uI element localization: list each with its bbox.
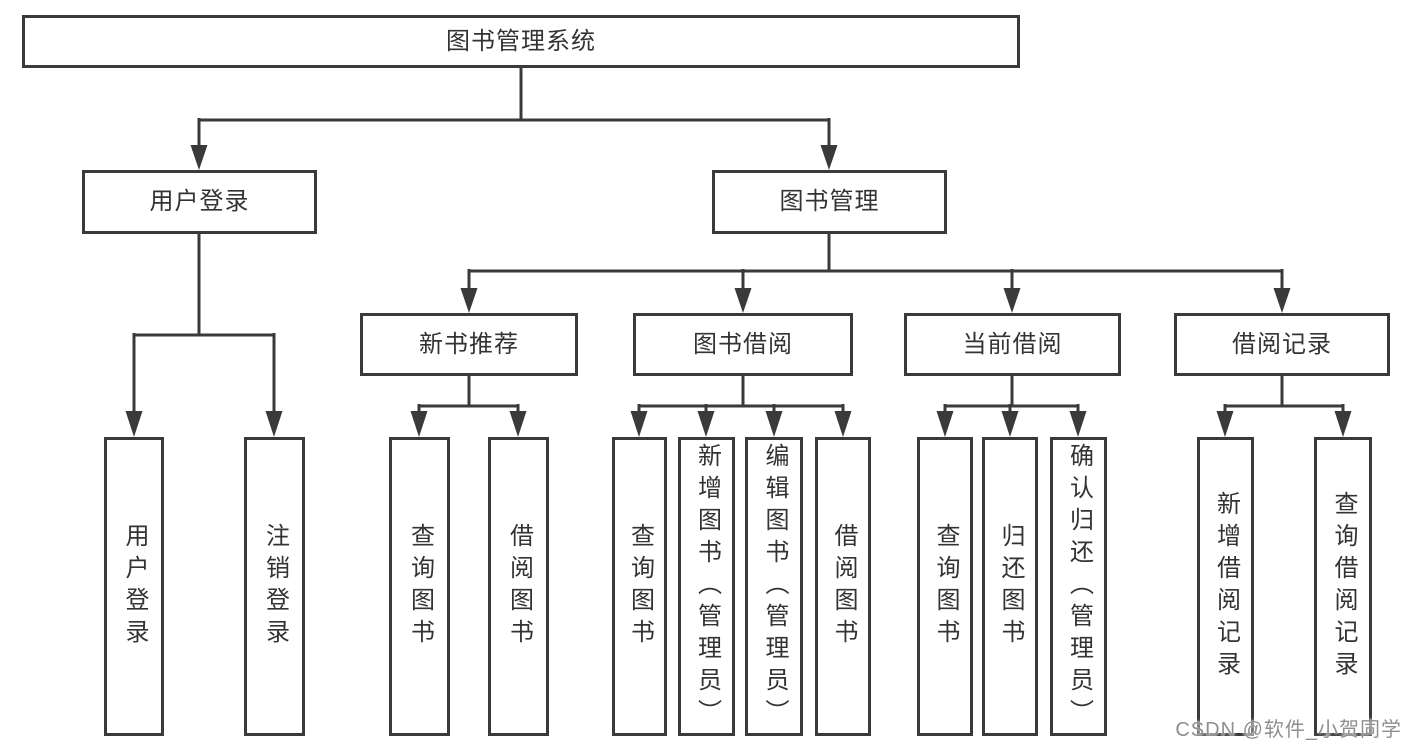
connector-book-borrow-children bbox=[630, 376, 852, 437]
node-label: 借阅图书 bbox=[830, 522, 857, 651]
node-label: 当前借阅 bbox=[962, 330, 1063, 358]
node-leaf-confirm-return-admin: 确认归还（管理员） bbox=[1050, 437, 1107, 736]
node-current-borrow: 当前借阅 bbox=[904, 313, 1121, 376]
node-label: 查询图书 bbox=[932, 522, 959, 651]
node-leaf-query-books-borrow: 查询图书 bbox=[612, 437, 667, 736]
connector-book-mgmt-to-level3 bbox=[460, 234, 1291, 313]
node-borrow-records: 借阅记录 bbox=[1174, 313, 1390, 376]
node-label: 新增图书（管理员） bbox=[693, 442, 721, 731]
node-leaf-query-books-current: 查询图书 bbox=[917, 437, 973, 736]
node-leaf-query-books-recommend: 查询图书 bbox=[389, 437, 450, 736]
node-leaf-borrow-books: 借阅图书 bbox=[815, 437, 871, 736]
node-label: 图书管理 bbox=[779, 188, 880, 215]
node-label: 图书借阅 bbox=[693, 330, 793, 358]
connector-new-books-children bbox=[410, 376, 527, 437]
node-label: 借阅记录 bbox=[1232, 330, 1332, 358]
node-label: 查询借阅记录 bbox=[1330, 490, 1357, 683]
node-leaf-add-books-admin: 新增图书（管理员） bbox=[678, 437, 735, 736]
node-label: 注销登录 bbox=[261, 522, 289, 651]
node-label: 归还图书 bbox=[997, 522, 1024, 651]
node-leaf-edit-books-admin: 编辑图书（管理员） bbox=[745, 437, 803, 736]
node-label: 图书管理系统 bbox=[446, 27, 596, 55]
node-label: 查询图书 bbox=[626, 522, 654, 651]
node-label: 用户登录 bbox=[149, 188, 250, 215]
node-leaf-logout: 注销登录 bbox=[244, 437, 305, 736]
node-leaf-borrow-books-recommend: 借阅图书 bbox=[488, 437, 549, 736]
node-leaf-query-borrow-record: 查询借阅记录 bbox=[1314, 437, 1372, 736]
node-user-login: 用户登录 bbox=[82, 170, 317, 234]
node-label: 编辑图书（管理员） bbox=[761, 442, 788, 731]
node-new-book-recommend: 新书推荐 bbox=[360, 313, 578, 376]
connector-root-to-level2 bbox=[190, 68, 838, 170]
node-book-borrow: 图书借阅 bbox=[633, 313, 853, 376]
node-label: 用户登录 bbox=[121, 522, 148, 651]
node-leaf-user-login: 用户登录 bbox=[104, 437, 164, 736]
node-library-system: 图书管理系统 bbox=[22, 15, 1020, 68]
node-leaf-return-books: 归还图书 bbox=[982, 437, 1038, 736]
connector-user-login-children bbox=[125, 234, 283, 437]
node-book-management: 图书管理 bbox=[712, 170, 947, 234]
csdn-watermark: CSDN @软件_小贺同学 bbox=[1175, 719, 1402, 741]
node-label: 查询图书 bbox=[406, 522, 434, 651]
node-label: 新书推荐 bbox=[419, 330, 519, 358]
node-leaf-add-borrow-record: 新增借阅记录 bbox=[1197, 437, 1254, 736]
connector-borrow-records-children bbox=[1216, 376, 1352, 437]
node-label: 确认归还（管理员） bbox=[1065, 442, 1093, 731]
connector-current-borrow-children bbox=[936, 376, 1087, 437]
node-label: 借阅图书 bbox=[505, 522, 533, 651]
node-label: 新增借阅记录 bbox=[1212, 490, 1240, 683]
